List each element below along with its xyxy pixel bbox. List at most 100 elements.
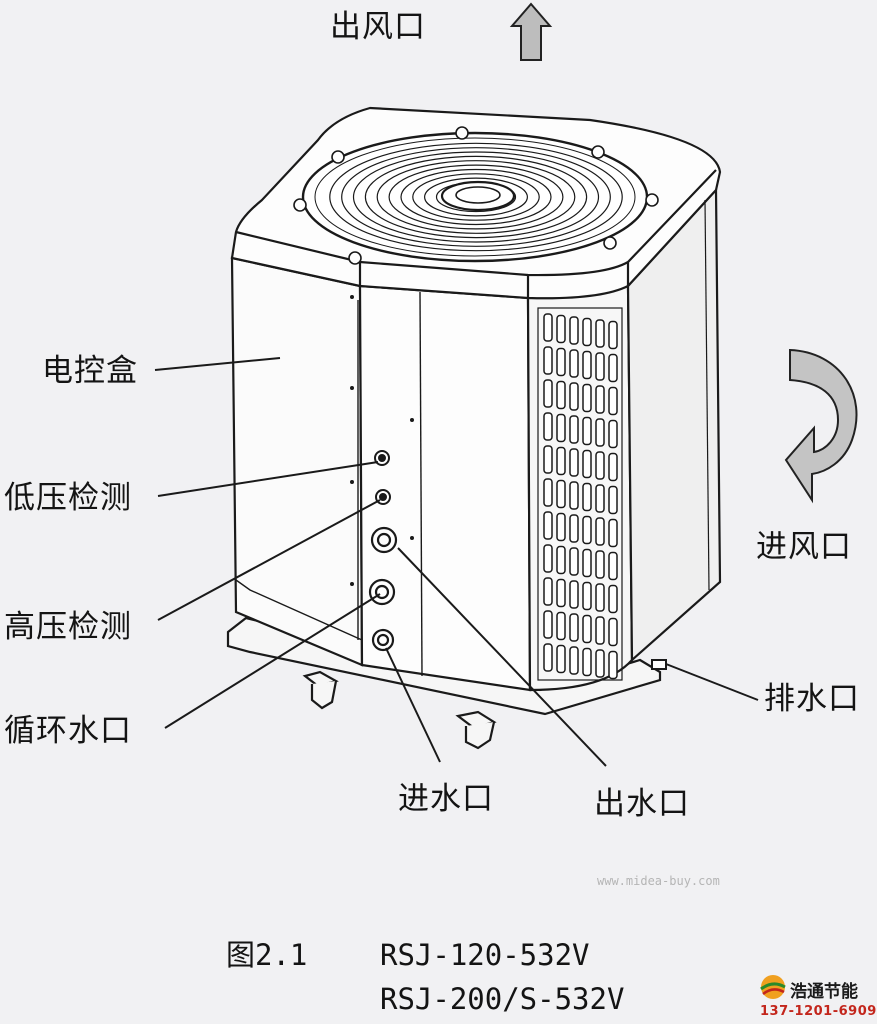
air-inlet-arrow-icon [784,348,858,504]
label-low-pressure: 低压检测 [4,480,132,516]
label-water-outlet: 出水口 [594,786,690,822]
louver-slot [556,479,566,509]
louver-slot [595,649,605,678]
brand-phone: 137-1201-6909 [760,1004,877,1019]
louver-slot [556,446,566,476]
louver-slot [608,584,618,614]
air-outlet-arrow-icon [509,2,553,61]
louver-slot [556,611,566,641]
louver-slot [543,478,553,507]
louver-slot [595,418,605,447]
label-control-box: 电控盒 [42,353,138,389]
screws [350,295,414,586]
side-grille [537,307,623,681]
fan-ring [400,168,552,226]
louver-slot [582,548,592,578]
louver-slot [556,545,566,575]
louver-slot [608,353,618,383]
louver-slot [595,517,605,546]
louver-slot [556,347,566,377]
louver-slot [569,580,579,609]
label-air-inlet: 进风口 [756,529,852,565]
louver-slot [595,550,605,579]
louver-slot [582,614,592,644]
louver-slot [543,346,553,375]
louver-slot [543,445,553,474]
louver-slot [595,616,605,645]
louver-slot [595,583,605,612]
louver-slot [595,484,605,513]
louver-slot [543,577,553,606]
louver-slot [543,544,553,573]
louver-slot [556,380,566,410]
louver-slot [582,317,592,347]
louver-slot [582,581,592,611]
louver-slot [569,646,579,675]
fan-ring [424,177,529,217]
louver-slot [582,647,592,677]
fan-ring [364,155,588,239]
louver-slot [608,617,618,647]
fan-ring [412,173,540,221]
louver-slot [569,448,579,477]
louver-slot [582,482,592,512]
figure-number: 图2.1 [226,938,308,972]
label-circulation-port: 循环水口 [4,713,132,749]
louver-slats [543,313,618,680]
louver-slot [595,319,605,348]
water-ports [368,526,398,652]
louver-slot [608,386,618,416]
louver-slot [608,452,618,482]
louver-slot [543,511,553,540]
brand-name: 浩通节能 [790,982,858,1002]
louver-slot [608,518,618,548]
louver-slot [556,413,566,443]
label-water-inlet: 进水口 [398,781,494,817]
watermark: www.midea-buy.com [597,874,720,888]
fan-ring [388,164,564,230]
label-air-outlet: 出风口 [330,9,426,45]
louver-slot [595,352,605,381]
louver-slot [582,350,592,380]
brand-logo-icon [760,975,786,999]
model-1: RSJ-120-532V [380,938,590,972]
louver-slot [608,320,618,350]
louver-slot [569,613,579,642]
louver-slot [608,650,618,680]
leader-lines [154,357,759,767]
louver-slot [556,512,566,542]
louver-slot [595,451,605,480]
louver-slot [582,383,592,413]
louver-slot [556,644,566,674]
label-high-pressure: 高压检测 [4,609,132,645]
fan-ring [341,147,611,247]
louver-slot [556,578,566,608]
louver-slot [556,314,566,344]
louver-slot [569,382,579,411]
louver-slot [569,547,579,576]
label-drain: 排水口 [764,681,860,717]
louver-slot [608,485,618,515]
louver-slot [582,416,592,446]
louver-slot [543,610,553,639]
louver-slot [543,379,553,408]
louver-slot [543,643,553,672]
louver-slot [582,449,592,479]
louver-slot [608,551,618,581]
louver-slot [608,419,618,449]
fan-guard [293,126,659,265]
fan-ring [329,142,623,252]
fan-ring [352,151,600,243]
louver-slot [582,515,592,545]
louver-slot [569,349,579,378]
louver-slot [595,385,605,414]
louver-slot [569,514,579,543]
louver-slot [569,415,579,444]
louver-slot [543,412,553,441]
drain-fitting [651,659,667,670]
fan-ring [376,160,576,234]
louver-slot [543,313,553,342]
louver-slot [569,316,579,345]
